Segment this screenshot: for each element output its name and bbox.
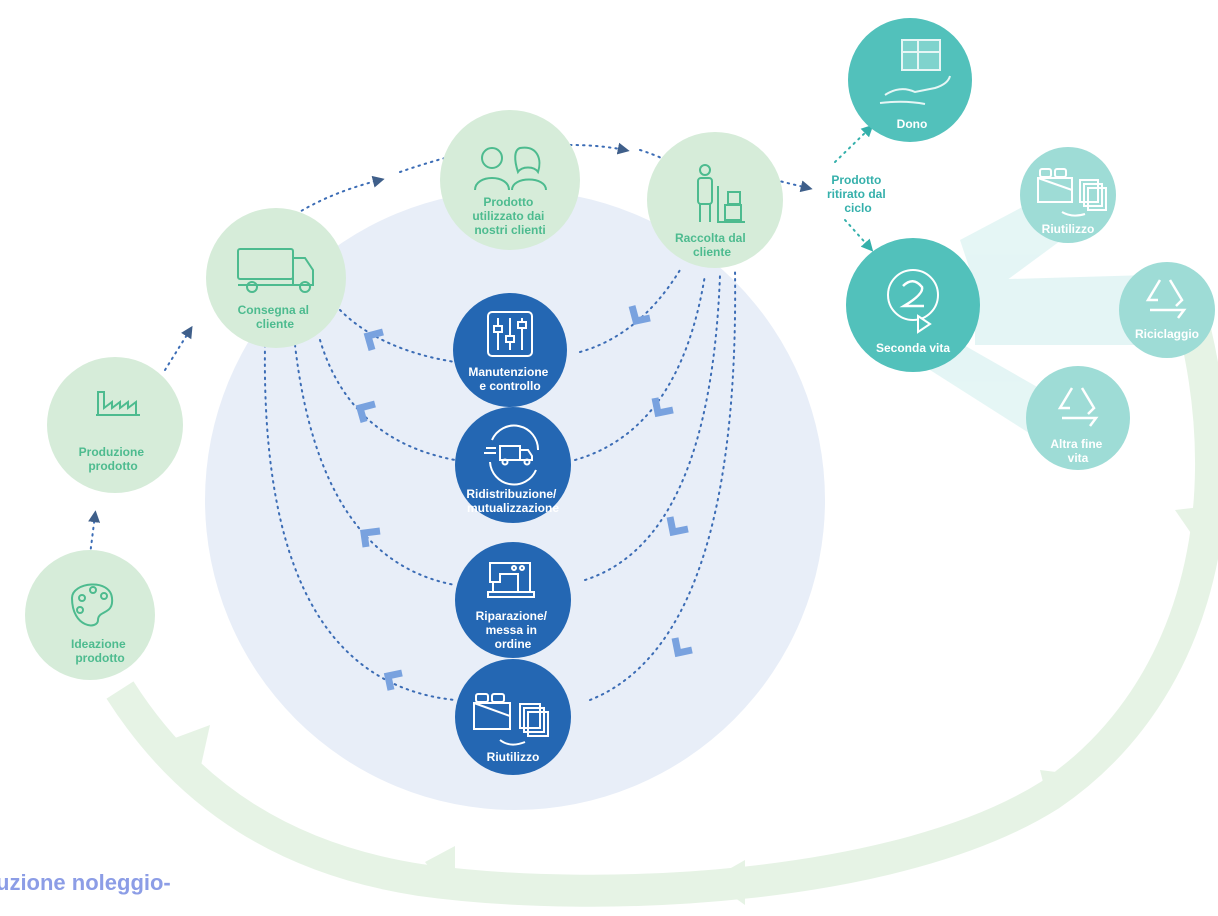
service-riparazione: Riparazione/ messa in ordine	[455, 542, 571, 658]
service-riutilizzo-line1: Riutilizzo	[487, 750, 540, 764]
exit-riciclaggio-label: Riciclaggio	[1135, 327, 1199, 341]
chevron-left	[383, 669, 403, 691]
service-ridistribuzione-line2: mutualizzazione	[467, 501, 559, 515]
exit-label: Prodotto ritirato dal ciclo	[827, 173, 889, 215]
svg-text:Consegna al cliente: Consegna al cliente	[238, 303, 313, 331]
exit-dono: Dono	[848, 18, 972, 142]
stage-ideazione-line1: Ideazione	[71, 637, 126, 651]
stage-raccolta-line2: cliente	[693, 245, 731, 259]
arc-chevrons	[355, 305, 693, 691]
service-manutenzione-line2: e controllo	[479, 379, 540, 393]
sliders-icon	[487, 311, 533, 357]
outer-return-arrow	[106, 326, 1218, 907]
exit-seconda-vita: Seconda vita	[846, 238, 980, 372]
second-life-icon	[887, 269, 939, 334]
svg-text:Altra fine vita: Altra fine vita	[1050, 437, 1105, 465]
chevron-right	[671, 637, 693, 658]
truck-icon	[237, 248, 314, 293]
stage-produzione-line2: prodotto	[88, 459, 137, 473]
reuse-icon	[1037, 168, 1107, 217]
exit-dono-label: Dono	[897, 117, 928, 131]
svg-text:Produzione prodotto: Produzione prodotto	[79, 445, 148, 473]
recycle-icon	[1057, 387, 1099, 427]
svg-text:Prodotto ritirato dal: Prodotto ritirato dal ciclo	[827, 173, 889, 215]
stage-utilizzato: Prodotto utilizzato dai nostri clienti	[440, 110, 580, 250]
service-riparazione-line1: Riparazione/	[476, 609, 548, 623]
exit-ritirato-line1: Prodotto	[831, 173, 881, 187]
recycle-icon	[1145, 279, 1187, 319]
stage-utilizzato-line1: Prodotto	[483, 195, 533, 209]
stage-ideazione-line2: prodotto	[75, 651, 124, 665]
service-riparazione-line3: ordine	[495, 637, 532, 651]
exit-ritirato-line2: ritirato dal	[827, 187, 886, 201]
stage-raccolta-line1: Raccolta dal	[675, 231, 746, 245]
exit-riutilizzo-label: Riutilizzo	[1042, 222, 1095, 236]
chevron-left	[363, 328, 384, 351]
stage-produzione: Produzione prodotto	[47, 357, 183, 493]
exit-riutilizzo: Riutilizzo	[1020, 147, 1116, 243]
stage-produzione-line1: Produzione	[79, 445, 145, 459]
gift-hand-icon	[879, 39, 951, 105]
svg-text:Manutenzione e controllo: Manutenzione e controllo	[468, 365, 551, 393]
svg-text:Raccolta dal cliente: Raccolta dal cliente	[675, 231, 749, 259]
exit-seconda-vita-label: Seconda vita	[876, 341, 950, 355]
exit-altra-fine-vita-line2: vita	[1068, 451, 1089, 465]
chevron-left	[360, 527, 381, 548]
service-ridistribuzione: Ridistribuzione/ mutualizzazione	[455, 407, 571, 523]
svg-text:Riparazione/ messa in: Riparazione/ messa in ordine	[476, 609, 551, 651]
stage-consegna-line2: cliente	[256, 317, 294, 331]
sewing-machine-icon	[487, 562, 535, 598]
svg-text:Prodotto utilizzato dai: Prodotto utilizzato dai nostri clienti	[472, 195, 547, 237]
service-riutilizzo: Riutilizzo	[455, 659, 571, 775]
service-manutenzione-line1: Manutenzione	[468, 365, 548, 379]
stage-raccolta: Raccolta dal cliente	[647, 132, 783, 268]
exit-altra-fine-vita: Altra fine vita	[1026, 366, 1130, 470]
chevron-right	[628, 305, 651, 326]
exit-ritirato-line3: ciclo	[844, 201, 871, 215]
svg-text:Riutilizzo: Riutilizzo	[487, 750, 540, 764]
service-riparazione-line2: messa in	[486, 623, 537, 637]
service-ridistribuzione-line1: Ridistribuzione/	[466, 487, 557, 501]
stage-ideazione: Ideazione prodotto	[25, 550, 155, 680]
reuse-icon	[473, 693, 549, 746]
palette-icon	[70, 583, 114, 627]
service-arcs	[263, 269, 737, 701]
porter-icon	[697, 164, 745, 223]
service-manutenzione: Manutenzione e controllo	[453, 293, 567, 407]
svg-text:Ideazione prodotto: Ideazione prodotto	[71, 637, 129, 665]
chevron-right	[651, 397, 674, 418]
factory-icon	[96, 391, 140, 416]
chevron-right	[666, 516, 689, 537]
stage-utilizzato-line2: utilizzato dai	[472, 209, 544, 223]
people-icon	[474, 146, 547, 191]
stage-consegna: Consegna al cliente	[206, 208, 346, 348]
stage-consegna-line1: Consegna al	[238, 303, 309, 317]
truck-cycle-icon	[484, 424, 540, 486]
svg-text:Ridistribuzione/ mutuali: Ridistribuzione/ mutualizzazione	[466, 487, 559, 515]
section-title: uzione noleggio-	[0, 870, 171, 895]
chevron-left	[355, 400, 376, 423]
exit-altra-fine-vita-line1: Altra fine	[1050, 437, 1102, 451]
stage-utilizzato-line3: nostri clienti	[474, 223, 545, 237]
exit-riciclaggio: Riciclaggio	[1119, 262, 1215, 358]
